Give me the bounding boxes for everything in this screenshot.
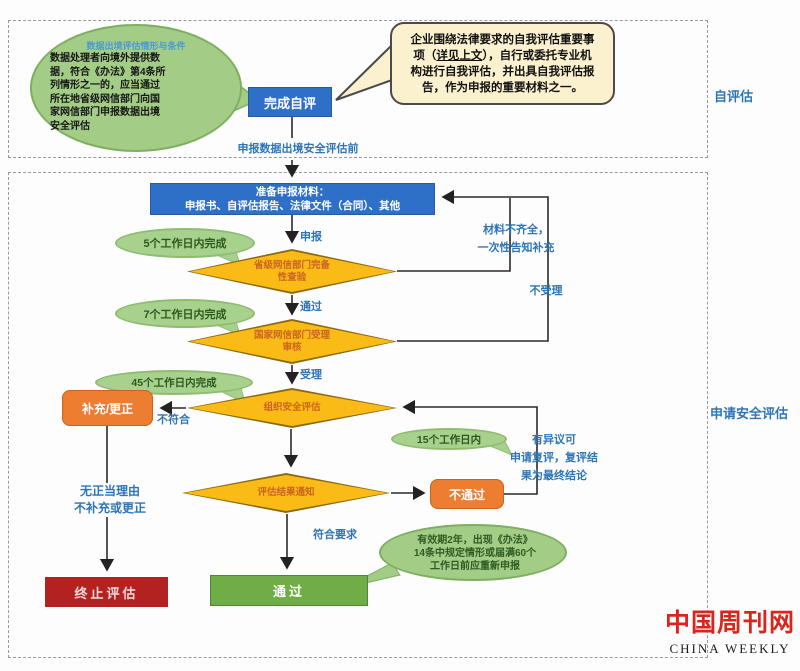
edge-label-declare: 申报 [300, 231, 322, 243]
decision-national-acceptance: 国家网信部门受理 审核 [187, 319, 397, 364]
complete-self-eval-box: 完成自评 [248, 87, 332, 117]
self-assessment-section-frame [8, 20, 708, 158]
edge-label-pass: 通过 [300, 301, 322, 313]
decision-result-notice-label: 评估结果通知 [257, 487, 315, 498]
note-5-working-days: 5个工作日内完成 [115, 228, 255, 258]
validity-cloud-text: 有效期2年，出现《办法》 14条中规定情形或届满60个 工作日前应重新申报 [413, 535, 537, 572]
conditions-cloud-title: 数据出境评估情形与条件 [86, 41, 186, 51]
section-label-self-assessment: 自评估 [714, 89, 754, 104]
decision-national-acceptance-label: 国家网信部门受理 审核 [253, 329, 330, 353]
prepare-materials-line2: 申报书、自评估报告、法律文件（合同）、其他 [184, 200, 401, 212]
prepare-materials-box: 准备申报材料： 申报书、自评估报告、法律文件（合同）、其他 [150, 183, 435, 215]
prepare-materials-line1: 准备申报材料： [255, 186, 330, 198]
fail-box: 不通过 [430, 479, 504, 509]
label-no-valid-reason: 无正当理由 不补充或更正 [60, 483, 160, 517]
apply-assessment-section-frame [8, 172, 708, 658]
decision-provincial-check: 省级网信部门完备 性查验 [187, 249, 397, 294]
bubble-link-text: 详见上文 [436, 50, 483, 62]
decision-organize-assessment: 组织安全评估 [187, 388, 397, 428]
bubble-text-before: 企业围绕法律要求的自我评估重要事 项（ [410, 34, 595, 62]
edge-label-accept: 受理 [300, 369, 322, 381]
terminate-assessment-box: 终止评估 [45, 577, 168, 607]
supplement-correct-box: 补充/更正 [62, 390, 153, 426]
label-incomplete-materials: 材料不齐全， 一次性告知补充 [477, 224, 555, 254]
conditions-cloud-body: 数据处理者向境外提供数 据，符合《办法》第4条所 列情形之一的，应当通过 所在地… [50, 53, 166, 132]
edge-label-nonconform: 不符合 [157, 414, 190, 426]
note-7-working-days: 7个工作日内完成 [115, 299, 255, 328]
china-weekly-logo-cn: 中国周刊网 [664, 609, 795, 637]
note-15-working-days: 15个工作日内 [391, 428, 507, 450]
pass-box: 通过 [210, 575, 368, 606]
label-reject: 不受理 [529, 285, 563, 297]
conditions-cloud-note: 数据出境评估情形与条件 数据处理者向境外提供数 据，符合《办法》第4条所 列情形… [30, 24, 242, 152]
decision-provincial-check-label: 省级网信部门完备 性查验 [253, 259, 330, 283]
label-objection-review: 有异议可 申请复评，复评结 果为最终结论 [510, 434, 598, 482]
validity-cloud-note: 有效期2年，出现《办法》 14条中规定情形或届满60个 工作日前应重新申报 [379, 524, 567, 581]
transition-label: 申报数据出境安全评估前 [232, 141, 364, 157]
self-eval-note-bubble: 企业围绕法律要求的自我评估重要事 项（详见上文），自行或委托专业机 构进行自我评… [390, 22, 615, 105]
edge-label-conform: 符合要求 [313, 529, 357, 541]
section-label-apply-assessment: 申请安全评估 [710, 406, 789, 421]
china-weekly-logo-en: CHINA WEEKLY [669, 641, 791, 656]
bubble-text-after: ），自行或委托专业机 构进行自我评估，并出具自我评估报 告，作为申报的重要材料之… [410, 50, 595, 94]
decision-organize-assessment-label: 组织安全评估 [263, 402, 321, 413]
decision-result-notice: 评估结果通知 [182, 473, 390, 513]
